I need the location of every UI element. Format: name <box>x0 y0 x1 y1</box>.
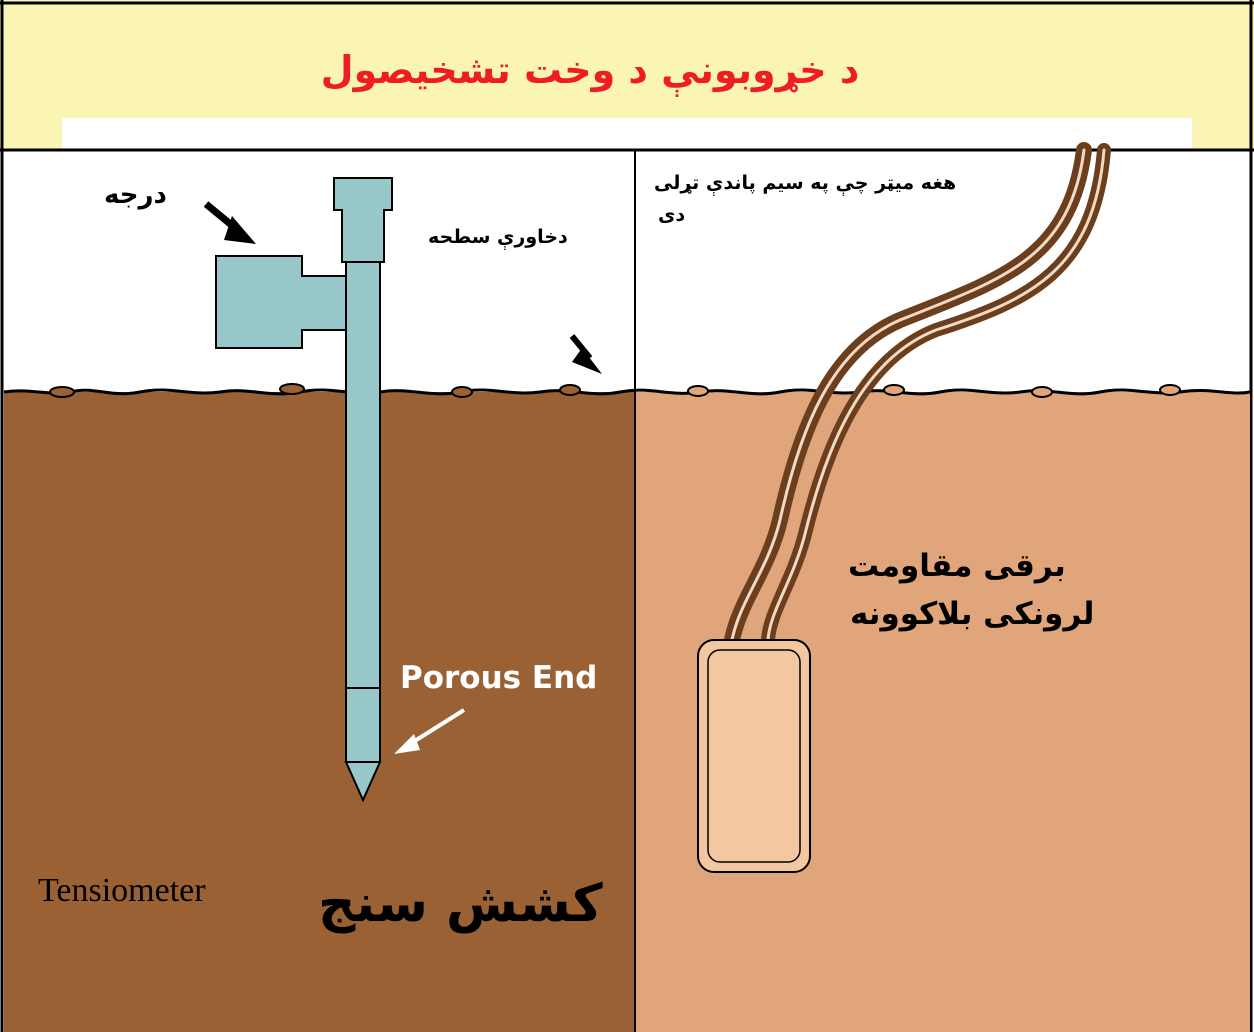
tensiometer-label-english: Tensiometer <box>38 872 206 909</box>
surface-pebbles <box>49 383 1181 398</box>
porous-end-label: Porous End <box>400 660 598 696</box>
arrow-to-gauge-icon <box>203 201 256 244</box>
tensiometer-instrument <box>215 177 393 803</box>
meter-label-line-1: هغه میټر چې په سیم پاندې تړلی <box>654 172 957 194</box>
tensiometer-tip <box>344 761 382 803</box>
diagram-title: د خړوبونې د وخت تشخيصول <box>320 48 860 92</box>
resistance-block-label-line-2: لرونکی بلاکوونه <box>850 596 1095 632</box>
resistance-block-wire <box>724 142 1111 648</box>
arrow-to-porous-end-icon <box>394 708 466 754</box>
meter-label-line-2: دی <box>658 204 686 226</box>
tensiometer-label-pashto: کشش سنج <box>318 874 603 934</box>
title-band-footer <box>62 118 1192 150</box>
tensiometer-cap <box>333 177 393 263</box>
resistance-block <box>697 639 811 873</box>
soil-surface-label: دخاورې سطحه <box>428 226 568 248</box>
arrow-to-surface-icon <box>569 334 602 374</box>
resistance-block-label-line-1: برقی مقاومت <box>848 548 1066 584</box>
gauge-label: درجه <box>104 180 167 210</box>
tensiometer-tube <box>345 261 381 763</box>
soil-left-panel <box>4 392 634 1032</box>
